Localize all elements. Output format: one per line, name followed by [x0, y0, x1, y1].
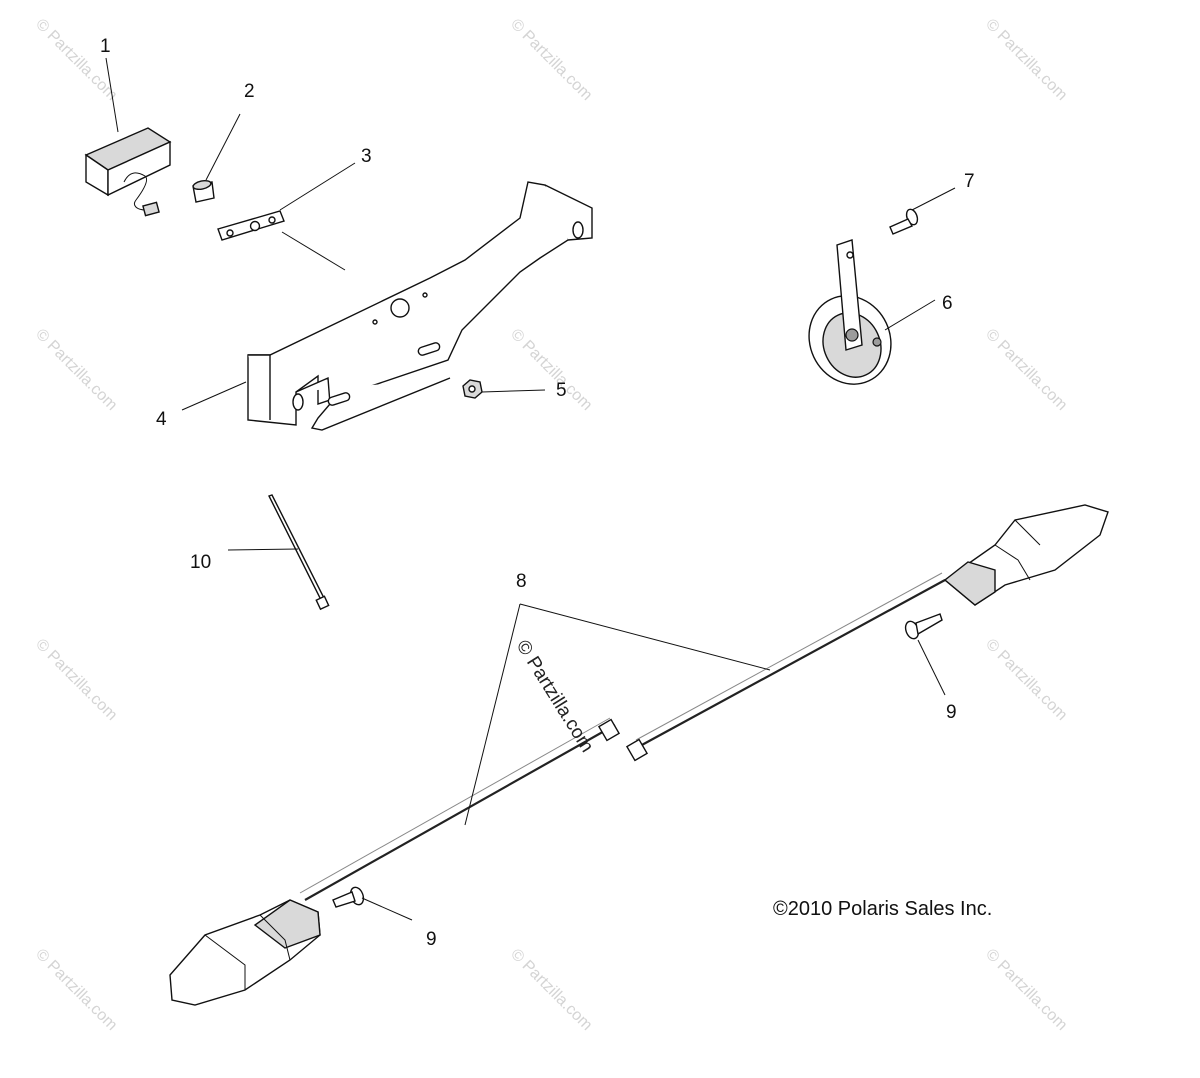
callout-8: 8 — [516, 571, 527, 592]
callout-9-left: 9 — [426, 929, 437, 950]
watermark: © Partzilla.com — [507, 326, 595, 414]
leader-lines — [105, 57, 956, 921]
watermark: © Partzilla.com — [32, 946, 120, 1034]
callout-labels: 1 2 3 4 5 6 7 8 9 9 10 — [100, 36, 975, 950]
callout-6: 6 — [942, 293, 953, 314]
part-10-cable-tie — [268, 494, 330, 611]
callout-1: 1 — [100, 36, 111, 57]
watermark: © Partzilla.com — [507, 946, 595, 1034]
callout-10: 10 — [190, 552, 211, 573]
callout-9-right: 9 — [946, 702, 957, 723]
watermark: © Partzilla.com — [32, 326, 120, 414]
part-3-plate — [217, 210, 285, 241]
part-7-bolt — [889, 208, 919, 235]
watermark: © Partzilla.com — [32, 16, 120, 104]
callout-3: 3 — [361, 146, 372, 167]
part-9-screw-left — [332, 886, 365, 908]
watermark: © Partzilla.com — [982, 636, 1070, 724]
part-9-screw-right — [904, 613, 943, 640]
center-watermark: © Partzilla.com — [512, 637, 598, 757]
callout-2: 2 — [244, 81, 255, 102]
watermark-grid: © Partzilla.com © Partzilla.com © Partzi… — [32, 16, 1070, 1034]
watermark: © Partzilla.com — [982, 326, 1070, 414]
part-6-horn — [808, 239, 892, 385]
watermark: © Partzilla.com — [32, 636, 120, 724]
part-2-spacer — [192, 179, 215, 203]
callout-4: 4 — [156, 409, 167, 430]
watermark: © Partzilla.com — [982, 16, 1070, 104]
part-5-nut — [462, 379, 483, 399]
copyright-notice: ©2010 Polaris Sales Inc. — [773, 898, 992, 920]
part-4-bracket — [247, 181, 593, 431]
part-1-license-light — [84, 127, 172, 217]
part-8-turn-signals — [169, 504, 1109, 1006]
watermark: © Partzilla.com — [507, 16, 595, 104]
callout-5: 5 — [556, 380, 567, 401]
callout-7: 7 — [964, 171, 975, 192]
watermark: © Partzilla.com — [982, 946, 1070, 1034]
